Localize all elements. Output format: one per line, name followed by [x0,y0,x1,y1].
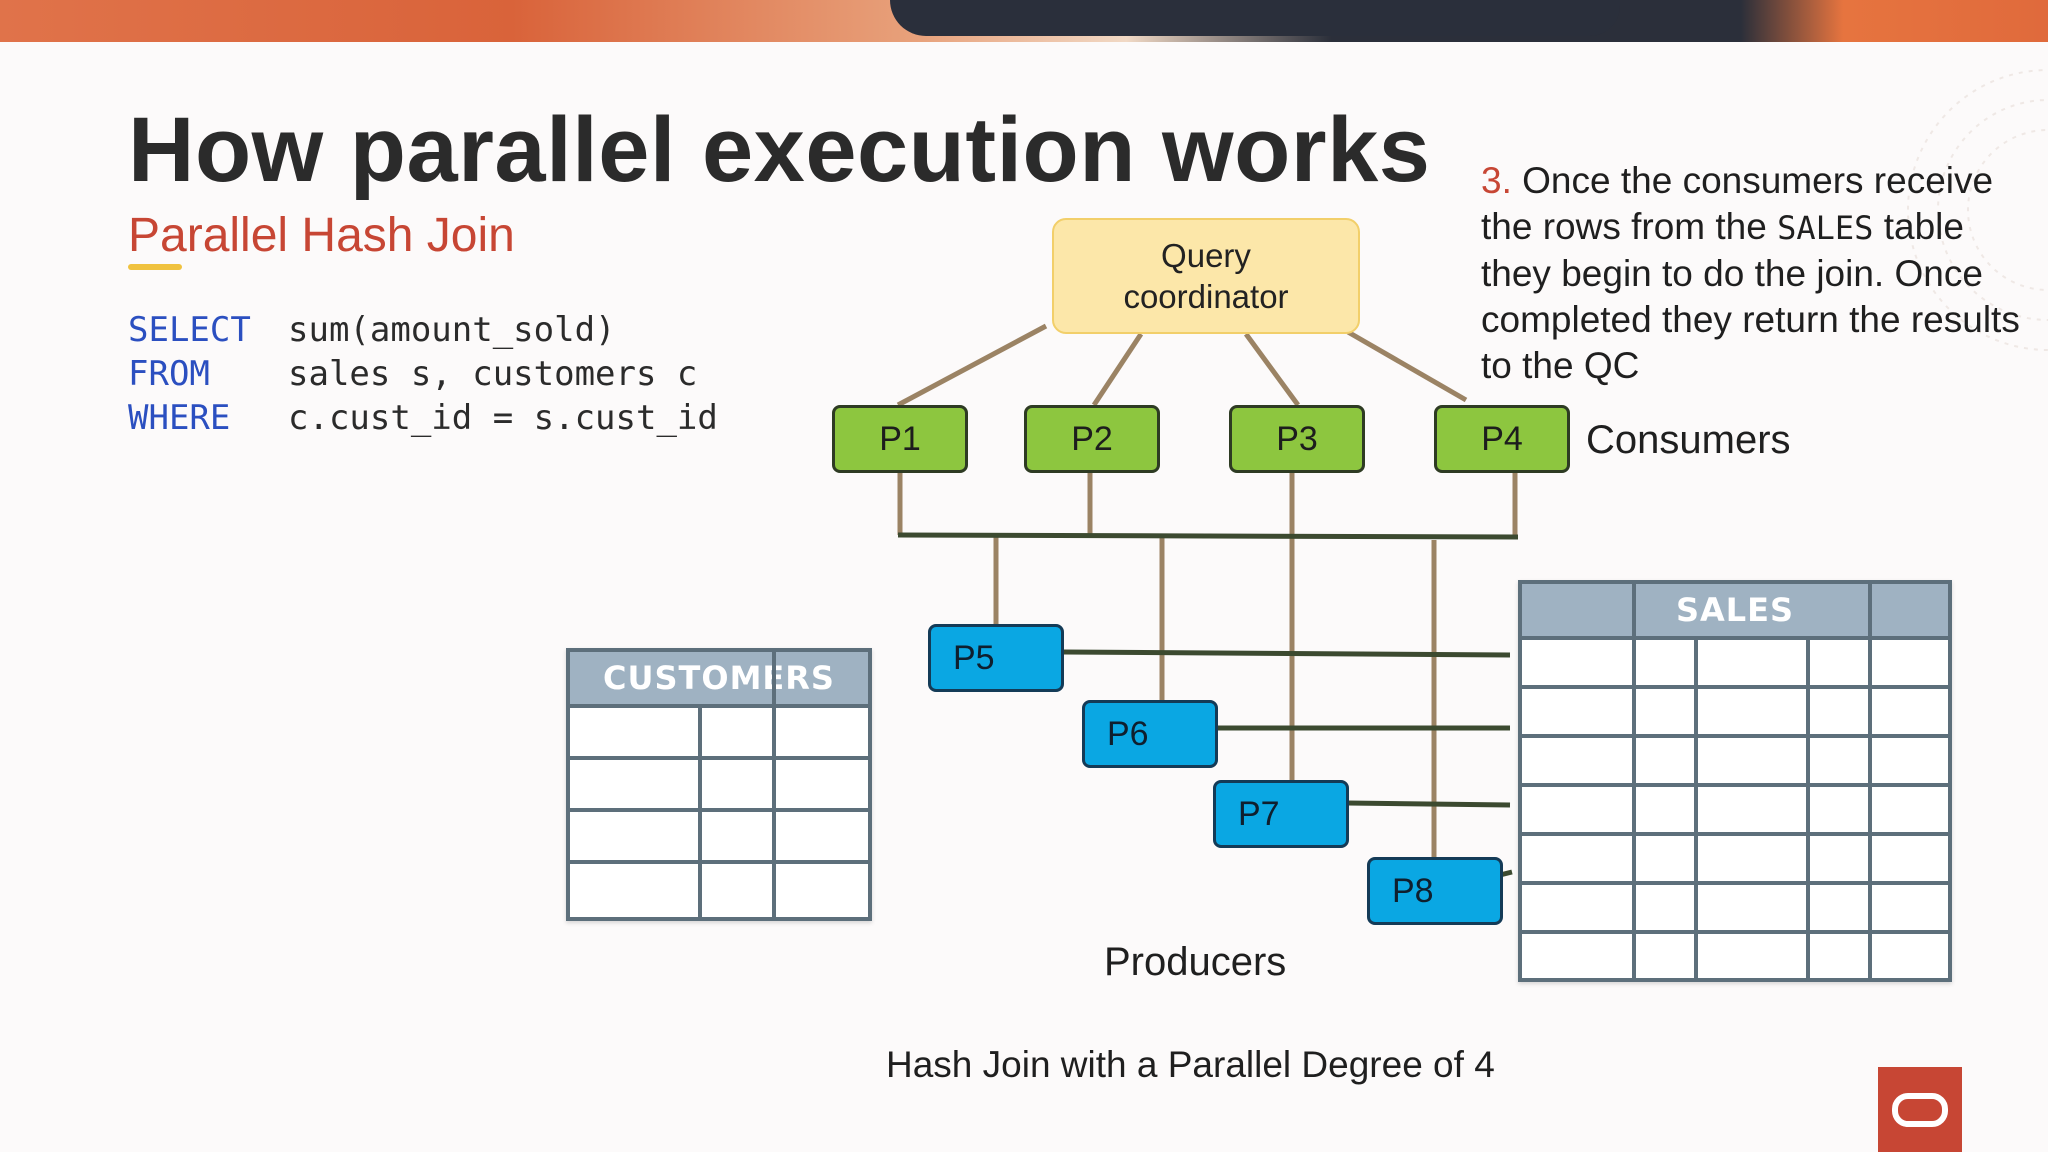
table-divider [1522,881,1948,885]
query-coordinator-box: Query coordinator [1052,218,1360,334]
sql-keyword: SELECT [128,310,251,350]
table-divider [570,704,868,708]
producer-process-p6: P6 [1082,700,1218,768]
table-divider [1522,734,1948,738]
sql-statement: SELECT sum(amount_sold) FROM sales s, cust… [128,308,718,440]
producer-process-p7: P7 [1213,780,1349,848]
connector-p5-sales [1063,649,1511,658]
step-code: SALES [1777,209,1874,247]
sql-clause: sales s, customers c [288,354,698,394]
table-divider [1522,636,1948,640]
sales-table-header: SALES [1522,584,1948,636]
consumer-process-p3: P3 [1229,405,1365,473]
diagram-caption: Hash Join with a Parallel Degree of 4 [886,1044,1495,1085]
sql-keyword: FROM [128,354,210,394]
consumers-label: Consumers [1586,418,1791,462]
sql-line: FROM sales s, customers c [128,352,718,396]
qc-label-line: Query [1161,237,1251,274]
table-divider [570,756,868,760]
consumer-bus [897,532,1519,540]
sales-table: SALES [1518,580,1952,982]
step-text: Once the consumers receive the rows from… [1481,160,1994,247]
connector-p7-sales [1346,800,1511,808]
table-divider [570,860,868,864]
table-divider [1806,636,1810,978]
step-note: 3. Once the consumers receive the rows f… [1481,158,2041,389]
connector-qc-p4 [1346,329,1468,403]
table-divider [772,652,776,917]
consumer-process-p2: P2 [1024,405,1160,473]
qc-label-line: coordinator [1123,278,1289,315]
sql-line: SELECT sum(amount_sold) [128,308,718,352]
customers-table: CUSTOMERS [566,648,872,921]
slide-subtitle: Parallel Hash Join [128,209,515,262]
table-divider [570,808,868,812]
decorative-banner-shape [890,0,1620,36]
sql-clause: c.cust_id = s.cust_id [288,398,718,438]
table-divider [698,704,702,917]
customers-table-header: CUSTOMERS [570,652,868,704]
subtitle-underline [128,264,182,270]
table-divider [1522,783,1948,787]
step-number: 3. [1481,160,1512,201]
sql-line: WHERE c.cust_id = s.cust_id [128,396,718,440]
connector-qc-p2 [1091,332,1144,407]
producer-process-p8: P8 [1367,857,1503,925]
decorative-swirl [1907,69,2048,351]
sql-clause: sum(amount_sold) [288,310,616,350]
table-divider [1522,685,1948,689]
table-divider [1632,584,1636,978]
producers-label: Producers [1104,940,1287,984]
table-divider [1522,832,1948,836]
table-divider [1522,930,1948,934]
table-divider [1694,636,1698,978]
table-divider [1868,584,1872,978]
connector-qc-p3 [1243,332,1301,407]
step-text: table they begin to do the join. Once co… [1481,206,2020,386]
consumer-process-p1: P1 [832,405,968,473]
connector-qc-p1 [896,323,1048,408]
consumer-process-p4: P4 [1434,405,1570,473]
slide-title: How parallel execution works [128,99,1431,201]
oracle-logo-icon [1878,1067,1962,1152]
sql-keyword: WHERE [128,398,231,438]
producer-process-p5: P5 [928,624,1064,692]
oracle-ring-icon [1892,1092,1948,1127]
